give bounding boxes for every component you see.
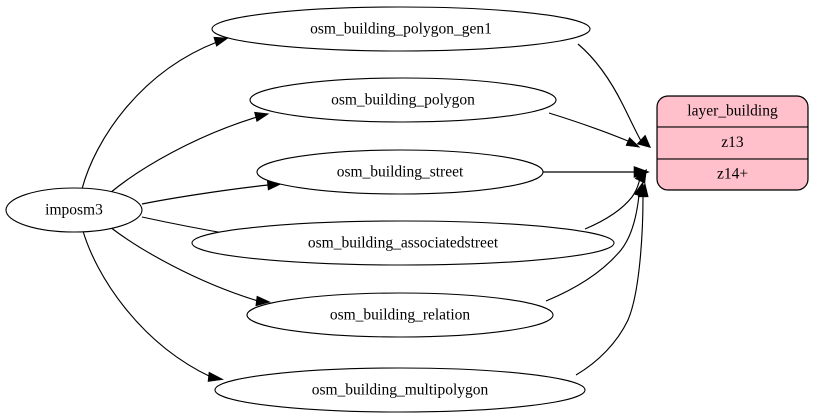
arrowhead-icon bbox=[207, 371, 224, 382]
node-osm_building_street-shape[interactable] bbox=[256, 149, 544, 195]
edge-imposm3-to-osm_building_polygon bbox=[109, 111, 270, 194]
edge-imposm3-to-osm_building_multipolygon bbox=[82, 230, 224, 382]
node-osm_building_polygon_gen1[interactable]: osm_building_polygon_gen1 bbox=[211, 6, 591, 52]
node-osm_building_multipolygon-label: osm_building_multipolygon bbox=[312, 382, 489, 399]
node-osm_building_polygon-label: osm_building_polygon bbox=[331, 92, 475, 109]
node-osm_building_street-label: osm_building_street bbox=[337, 164, 464, 181]
layer-title-label: layer_building bbox=[687, 103, 778, 120]
arrowhead-icon bbox=[254, 111, 270, 122]
node-osm_building_street[interactable]: osm_building_street bbox=[256, 149, 544, 195]
edge-osm_building_associatedstreet-to-z14plus bbox=[584, 168, 647, 230]
edge-osm_building_polygon-to-z13 bbox=[548, 112, 641, 148]
edge-osm_building_street-to-z14plus bbox=[543, 166, 650, 178]
arrowhead-icon bbox=[637, 182, 649, 198]
zoom-label-z14plus: z14+ bbox=[717, 166, 748, 183]
edge-imposm3-to-osm_building_street bbox=[141, 179, 282, 205]
node-osm_building_associatedstreet[interactable]: osm_building_associatedstreet bbox=[191, 220, 615, 266]
edge-osm_building_multipolygon-to-z14plus bbox=[575, 182, 649, 376]
node-osm_building_associatedstreet-shape[interactable] bbox=[191, 220, 615, 266]
node-imposm3-shape[interactable] bbox=[5, 187, 143, 233]
edge-group-tables-to-layer bbox=[543, 43, 652, 376]
edge-osm_building_polygon_gen1-to-z13 bbox=[577, 43, 652, 148]
edge-imposm3-to-osm_building_polygon_gen1 bbox=[81, 36, 229, 190]
node-osm_building_relation-label: osm_building_relation bbox=[330, 307, 471, 324]
arrowhead-icon bbox=[634, 168, 647, 184]
node-imposm3-label: imposm3 bbox=[45, 202, 103, 219]
node-imposm3[interactable]: imposm3 bbox=[5, 187, 143, 233]
arrowhead-icon bbox=[636, 134, 652, 148]
node-layer_building[interactable]: layer_building z13 z14+ bbox=[656, 95, 809, 191]
node-osm_building_polygon_gen1-shape[interactable] bbox=[211, 6, 591, 52]
node-osm_building_relation-shape[interactable] bbox=[246, 292, 554, 338]
node-osm_building_polygon[interactable]: osm_building_polygon bbox=[249, 77, 557, 123]
arrowhead-icon bbox=[255, 295, 271, 307]
node-osm_building_polygon-shape[interactable] bbox=[249, 77, 557, 123]
node-osm_building_multipolygon-shape[interactable] bbox=[214, 367, 586, 413]
edge-imposm3-to-osm_building_relation bbox=[109, 226, 271, 307]
zoom-label-z13: z13 bbox=[721, 134, 744, 151]
node-osm_building_relation[interactable]: osm_building_relation bbox=[246, 292, 554, 338]
arrowhead-icon bbox=[625, 136, 641, 148]
node-osm_building_multipolygon[interactable]: osm_building_multipolygon bbox=[214, 367, 586, 413]
node-osm_building_polygon_gen1-label: osm_building_polygon_gen1 bbox=[310, 21, 492, 38]
node-osm_building_associatedstreet-label: osm_building_associatedstreet bbox=[308, 235, 499, 252]
arrowhead-icon bbox=[213, 36, 229, 47]
layer-node-outline bbox=[656, 95, 809, 191]
zoom-row-z14plus[interactable] bbox=[657, 158, 808, 190]
